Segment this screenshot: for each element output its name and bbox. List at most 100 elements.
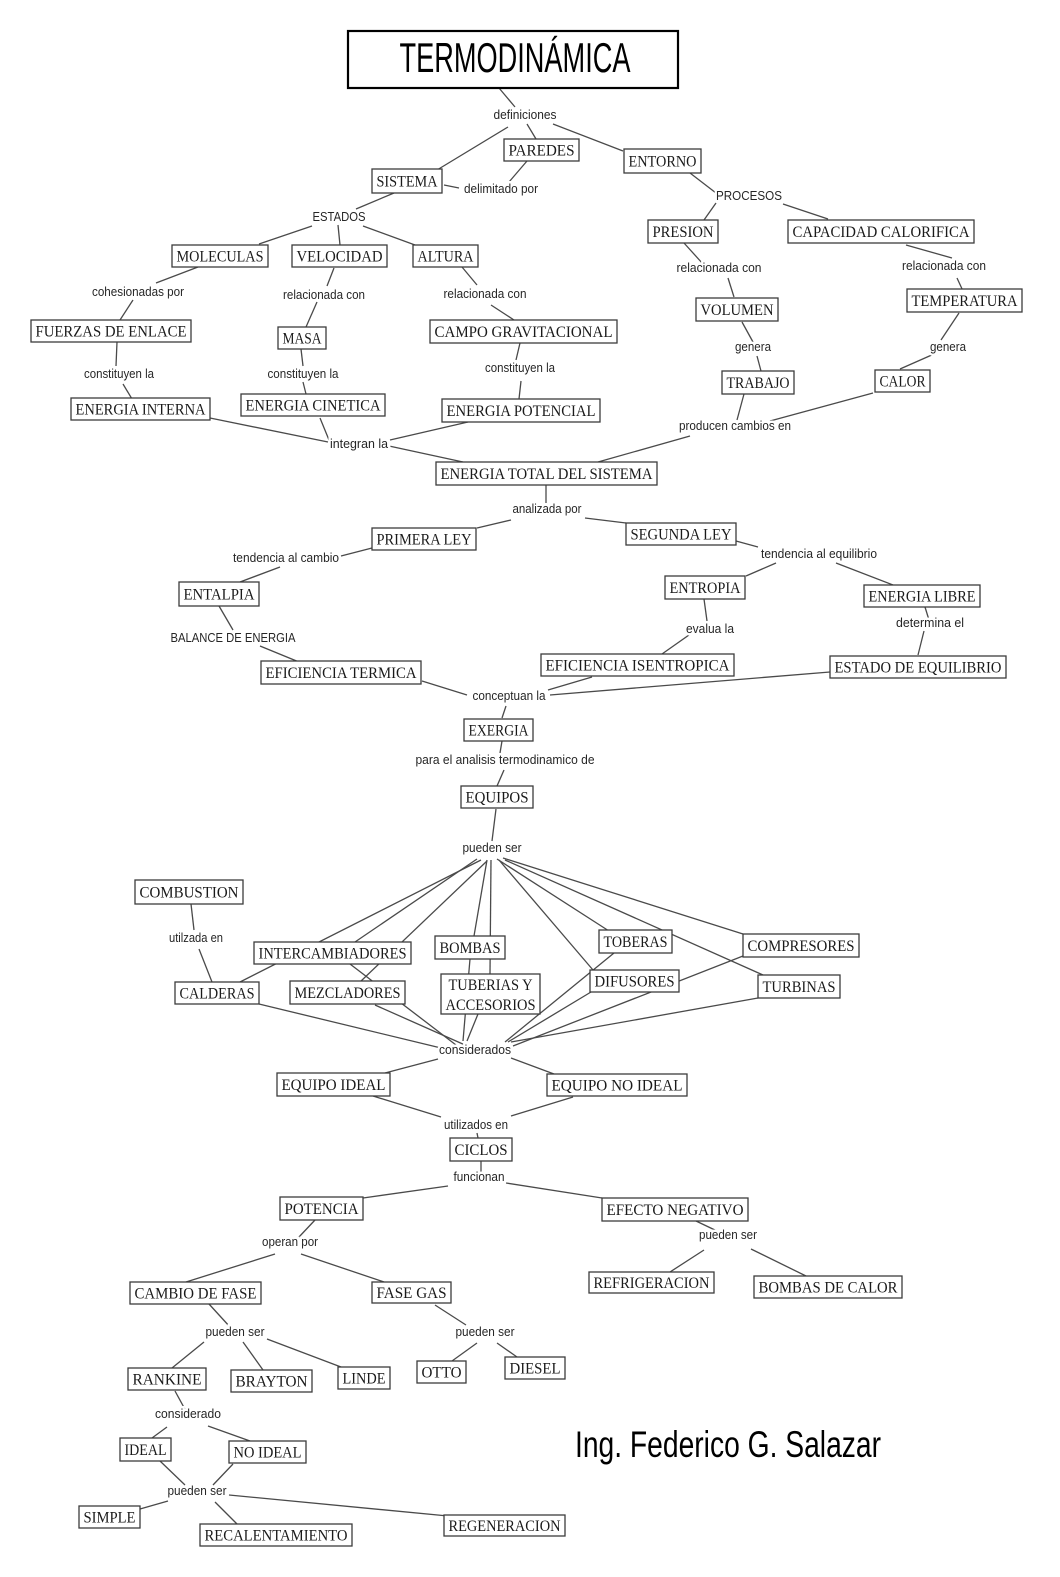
svg-text:operan por: operan por	[262, 1234, 319, 1249]
svg-text:para el analisis termodinamico: para el analisis termodinamico de	[416, 752, 595, 767]
svg-text:considerado: considerado	[155, 1406, 221, 1421]
svg-text:ENERGIA TOTAL DEL SISTEMA: ENERGIA TOTAL DEL SISTEMA	[441, 466, 653, 483]
svg-text:genera: genera	[735, 339, 772, 354]
svg-text:evalua la: evalua la	[686, 621, 735, 636]
svg-text:TEMPERATURA: TEMPERATURA	[912, 293, 1018, 310]
svg-text:CALDERAS: CALDERAS	[180, 986, 255, 1003]
svg-text:utilzada en: utilzada en	[169, 930, 223, 945]
svg-text:MOLECULAS: MOLECULAS	[177, 249, 264, 266]
svg-text:ENERGIA LIBRE: ENERGIA LIBRE	[869, 589, 976, 606]
svg-text:genera: genera	[930, 339, 967, 354]
svg-text:pueden ser: pueden ser	[168, 1483, 228, 1498]
svg-text:EXERGIA: EXERGIA	[469, 723, 529, 740]
svg-text:tendencia al equilibrio: tendencia al equilibrio	[761, 546, 877, 561]
svg-text:MEZCLADORES: MEZCLADORES	[295, 985, 401, 1002]
svg-text:PRESION: PRESION	[653, 224, 714, 241]
svg-text:utilizados en: utilizados en	[444, 1117, 508, 1132]
svg-text:BOMBAS: BOMBAS	[440, 940, 501, 957]
svg-text:SISTEMA: SISTEMA	[377, 174, 438, 191]
svg-text:relacionada con: relacionada con	[444, 286, 527, 301]
svg-text:determina el: determina el	[896, 615, 964, 630]
svg-text:para el analisis termodinamico: para el analisis termodinamico de	[416, 752, 595, 767]
svg-text:conceptuan la: conceptuan la	[473, 688, 547, 703]
svg-text:conceptuan la: conceptuan la	[473, 688, 547, 703]
svg-text:analizada por: analizada por	[513, 501, 583, 516]
svg-text:constituyen la: constituyen la	[84, 366, 155, 381]
svg-text:EQUIPOS: EQUIPOS	[466, 790, 529, 807]
svg-text:ESTADO DE EQUILIBRIO: ESTADO DE EQUILIBRIO	[835, 660, 1002, 677]
svg-text:tendencia al equilibrio: tendencia al equilibrio	[761, 546, 877, 561]
svg-text:considerados: considerados	[439, 1042, 511, 1057]
svg-text:ENTROPIA: ENTROPIA	[670, 580, 741, 597]
svg-text:constituyen la: constituyen la	[268, 366, 340, 381]
svg-text:SIMPLE: SIMPLE	[84, 1510, 136, 1527]
svg-text:relacionada con: relacionada con	[283, 287, 365, 302]
svg-text:DIESEL: DIESEL	[510, 1361, 561, 1378]
svg-text:POTENCIA: POTENCIA	[285, 1201, 359, 1218]
svg-text:delimitado por: delimitado por	[464, 181, 539, 196]
svg-text:BALANCE DE ENERGIA: BALANCE DE ENERGIA	[171, 630, 296, 645]
svg-text:pueden ser: pueden ser	[699, 1227, 758, 1242]
svg-text:delimitado por: delimitado por	[464, 181, 539, 196]
svg-text:producen cambios en: producen cambios en	[679, 418, 791, 433]
svg-text:funcionan: funcionan	[454, 1169, 505, 1184]
svg-text:ESTADOS: ESTADOS	[313, 209, 366, 224]
svg-text:genera: genera	[930, 339, 967, 354]
svg-text:EQUIPO IDEAL: EQUIPO IDEAL	[282, 1077, 386, 1094]
svg-text:REFRIGERACION: REFRIGERACION	[594, 1275, 710, 1292]
svg-text:pueden ser: pueden ser	[463, 840, 523, 855]
svg-text:relacionada con: relacionada con	[902, 258, 986, 273]
svg-text:CALOR: CALOR	[880, 374, 926, 391]
svg-text:Ing. Federico G. Salazar: Ing. Federico G. Salazar	[575, 1424, 881, 1465]
svg-text:TRABAJO: TRABAJO	[727, 375, 790, 392]
svg-text:PRIMERA LEY: PRIMERA LEY	[377, 532, 472, 549]
svg-text:TURBINAS: TURBINAS	[763, 979, 836, 996]
svg-text:ENTALPIA: ENTALPIA	[184, 587, 255, 604]
svg-text:constituyen la: constituyen la	[485, 360, 556, 375]
svg-text:LINDE: LINDE	[343, 1371, 386, 1388]
svg-text:EQUIPO NO IDEAL: EQUIPO NO IDEAL	[552, 1078, 683, 1095]
svg-text:relacionada con: relacionada con	[677, 260, 762, 275]
svg-text:constituyen la: constituyen la	[268, 366, 340, 381]
svg-text:TERMODINÁMICA: TERMODINÁMICA	[400, 34, 631, 81]
svg-text:CAPACIDAD CALORIFICA: CAPACIDAD CALORIFICA	[793, 224, 970, 241]
svg-text:INTERCAMBIADORES: INTERCAMBIADORES	[259, 946, 407, 963]
svg-text:producen cambios en: producen cambios en	[679, 418, 791, 433]
svg-text:relacionada con: relacionada con	[677, 260, 762, 275]
svg-text:NO IDEAL: NO IDEAL	[234, 1445, 302, 1462]
svg-text:EFECTO NEGATIVO: EFECTO NEGATIVO	[607, 1202, 744, 1219]
svg-text:analizada por: analizada por	[513, 501, 583, 516]
svg-text:FUERZAS DE ENLACE: FUERZAS DE ENLACE	[36, 324, 187, 341]
svg-text:integran la: integran la	[330, 436, 389, 451]
svg-text:IDEAL: IDEAL	[125, 1442, 167, 1459]
svg-text:TOBERAS: TOBERAS	[604, 934, 668, 951]
svg-text:COMBUSTION: COMBUSTION	[140, 885, 239, 902]
svg-text:genera: genera	[735, 339, 772, 354]
svg-text:considerados: considerados	[439, 1042, 511, 1057]
svg-text:operan por: operan por	[262, 1234, 319, 1249]
svg-text:BRAYTON: BRAYTON	[236, 1374, 308, 1391]
svg-text:EFICIENCIA TERMICA: EFICIENCIA TERMICA	[266, 665, 417, 682]
svg-text:relacionada con: relacionada con	[902, 258, 986, 273]
svg-text:ACCESORIOS: ACCESORIOS	[446, 997, 536, 1014]
svg-text:cohesionadas por: cohesionadas por	[92, 284, 185, 299]
svg-text:constituyen la: constituyen la	[84, 366, 155, 381]
svg-text:pueden ser: pueden ser	[699, 1227, 758, 1242]
svg-text:tendencia al cambio: tendencia al cambio	[233, 550, 339, 565]
svg-text:definiciones: definiciones	[494, 107, 557, 122]
svg-text:PAREDES: PAREDES	[509, 143, 575, 160]
svg-text:pueden ser: pueden ser	[456, 1324, 516, 1339]
svg-text:ESTADOS: ESTADOS	[313, 209, 366, 224]
svg-text:ENTORNO: ENTORNO	[629, 154, 697, 171]
svg-text:MASA: MASA	[283, 331, 322, 348]
svg-text:CAMPO GRAVITACIONAL: CAMPO GRAVITACIONAL	[435, 324, 613, 341]
svg-text:definiciones: definiciones	[494, 107, 557, 122]
svg-text:VOLUMEN: VOLUMEN	[701, 302, 774, 319]
svg-text:FASE GAS: FASE GAS	[377, 1285, 447, 1302]
svg-text:constituyen la: constituyen la	[485, 360, 556, 375]
svg-text:VELOCIDAD: VELOCIDAD	[297, 249, 383, 266]
svg-text:determina el: determina el	[896, 615, 964, 630]
svg-text:DIFUSORES: DIFUSORES	[595, 974, 675, 991]
svg-text:CAMBIO DE FASE: CAMBIO DE FASE	[135, 1286, 257, 1303]
svg-text:EFICIENCIA ISENTROPICA: EFICIENCIA ISENTROPICA	[546, 658, 730, 675]
